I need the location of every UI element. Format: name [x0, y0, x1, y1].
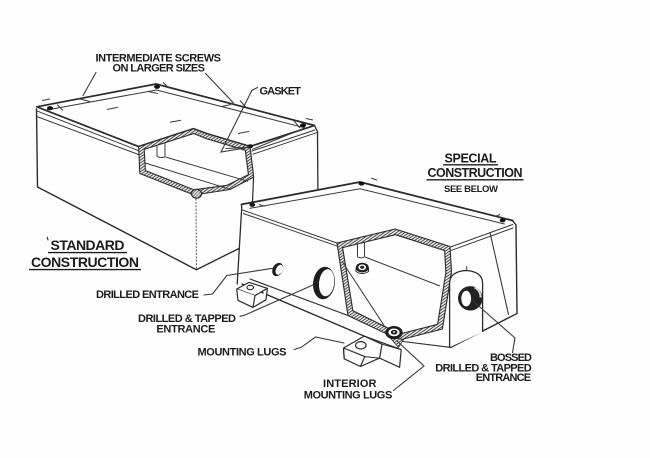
- svg-text:MOUNTING LUGS: MOUNTING LUGS: [198, 346, 287, 358]
- svg-text:DRILLED & TAPPED: DRILLED & TAPPED: [435, 362, 531, 374]
- svg-text:GASKET: GASKET: [260, 86, 302, 98]
- svg-text:INTERIOR: INTERIOR: [323, 378, 377, 390]
- svg-text:DRILLED ENTRANCE: DRILLED ENTRANCE: [96, 289, 199, 301]
- svg-text:BOSSED: BOSSED: [490, 352, 532, 364]
- svg-text:SEE BELOW: SEE BELOW: [444, 184, 498, 195]
- svg-text:ON LARGER SIZES: ON LARGER SIZES: [113, 62, 206, 74]
- svg-text:MOUNTING LUGS: MOUNTING LUGS: [304, 389, 393, 401]
- svg-text:INTERMEDIATE SCREWS: INTERMEDIATE SCREWS: [96, 52, 222, 64]
- svg-text:CONSTRUCTION: CONSTRUCTION: [428, 166, 523, 180]
- svg-text:DRILLED & TAPPED: DRILLED & TAPPED: [138, 313, 236, 325]
- svg-text:STANDARD: STANDARD: [51, 237, 125, 253]
- svg-text:ENTRANCE: ENTRANCE: [476, 372, 531, 384]
- svg-text:CONSTRUCTION: CONSTRUCTION: [31, 254, 139, 270]
- svg-text:ENTRANCE: ENTRANCE: [156, 323, 215, 335]
- svg-text:SPECIAL: SPECIAL: [445, 151, 497, 165]
